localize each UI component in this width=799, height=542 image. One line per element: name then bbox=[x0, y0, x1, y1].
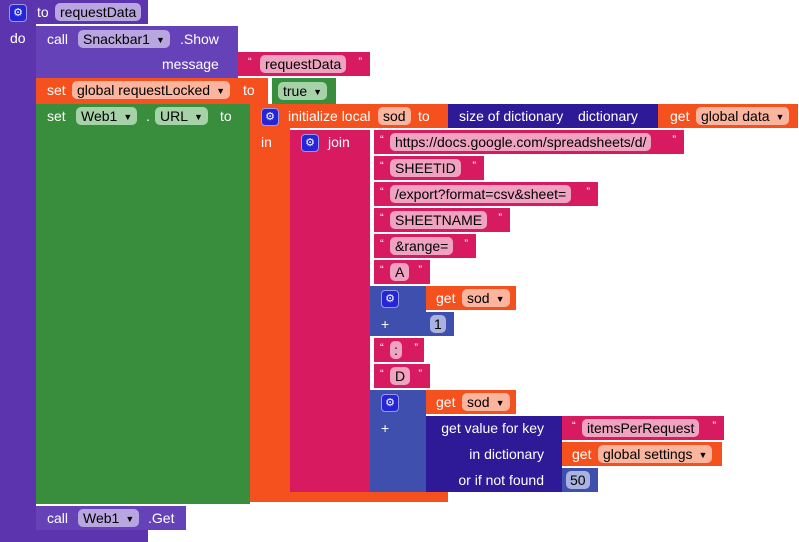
text-block[interactable]: “A” bbox=[374, 260, 430, 284]
call-label: call bbox=[47, 31, 69, 47]
text-block[interactable]: “SHEETNAME” bbox=[374, 208, 510, 232]
message-label: message bbox=[162, 56, 219, 72]
method-label: .Get bbox=[148, 510, 175, 526]
set-label: set bbox=[47, 82, 66, 98]
variable-dropdown[interactable]: sod▼ bbox=[462, 289, 510, 307]
number-block[interactable]: 1 bbox=[426, 312, 454, 336]
variable-dropdown[interactable]: global requestLocked▼ bbox=[72, 81, 231, 99]
text-block[interactable]: “/export?format=csv&sheet=” bbox=[374, 182, 598, 206]
gear-icon[interactable]: ⚙ bbox=[9, 4, 27, 22]
get-value-for-key-block[interactable]: get value for key in dictionary or if no… bbox=[426, 416, 562, 492]
to-label: to bbox=[418, 108, 430, 124]
method-label: .Show bbox=[180, 31, 219, 47]
gear-icon[interactable]: ⚙ bbox=[261, 108, 279, 126]
text-field[interactable]: requestData bbox=[260, 55, 347, 73]
set-web-url-block[interactable] bbox=[36, 104, 250, 504]
property-dropdown[interactable]: URL▼ bbox=[155, 107, 208, 125]
text-block[interactable]: “https://docs.google.com/spreadsheets/d/… bbox=[374, 130, 684, 154]
gear-icon[interactable]: ⚙ bbox=[381, 290, 399, 308]
call-label: call bbox=[47, 510, 69, 526]
plus-label: + bbox=[381, 420, 390, 436]
variable-dropdown[interactable]: global settings▼ bbox=[598, 445, 713, 463]
do-label: do bbox=[10, 30, 26, 46]
initialize-local-block[interactable] bbox=[250, 104, 448, 128]
variable-dropdown[interactable]: global data▼ bbox=[696, 107, 790, 125]
set-label: set bbox=[47, 108, 66, 124]
dot-label: . bbox=[146, 108, 150, 124]
to-label: to bbox=[220, 108, 232, 124]
web-component-dropdown[interactable]: Web1▼ bbox=[76, 107, 138, 125]
procedure-name-field[interactable]: requestData bbox=[55, 3, 142, 21]
in-label: in bbox=[261, 134, 272, 150]
variable-dropdown[interactable]: sod▼ bbox=[462, 393, 510, 411]
true-block[interactable]: true▼ bbox=[272, 78, 336, 104]
text-block[interactable]: “SHEETID” bbox=[374, 156, 484, 180]
snackbar-component-dropdown[interactable]: Snackbar1▼ bbox=[78, 30, 170, 48]
web-component-dropdown[interactable]: Web1▼ bbox=[78, 509, 140, 527]
text-block[interactable]: “&range=” bbox=[374, 234, 476, 258]
to-label: to bbox=[243, 82, 255, 98]
number-block[interactable]: 50 bbox=[562, 468, 598, 492]
text-block[interactable]: “itemsPerRequest” bbox=[562, 416, 724, 440]
text-block[interactable]: “:” bbox=[374, 338, 424, 362]
join-block[interactable] bbox=[290, 130, 370, 492]
join-label: join bbox=[328, 134, 350, 150]
to-label: to bbox=[37, 4, 49, 20]
plus-label: + bbox=[381, 316, 390, 332]
gear-icon[interactable]: ⚙ bbox=[301, 134, 319, 152]
gear-icon[interactable]: ⚙ bbox=[381, 394, 399, 412]
text-block[interactable]: “D” bbox=[374, 364, 430, 388]
init-label: initialize local bbox=[288, 108, 371, 124]
local-var-name-field[interactable]: sod bbox=[378, 107, 411, 125]
text-block[interactable]: “requestData” bbox=[238, 52, 370, 76]
